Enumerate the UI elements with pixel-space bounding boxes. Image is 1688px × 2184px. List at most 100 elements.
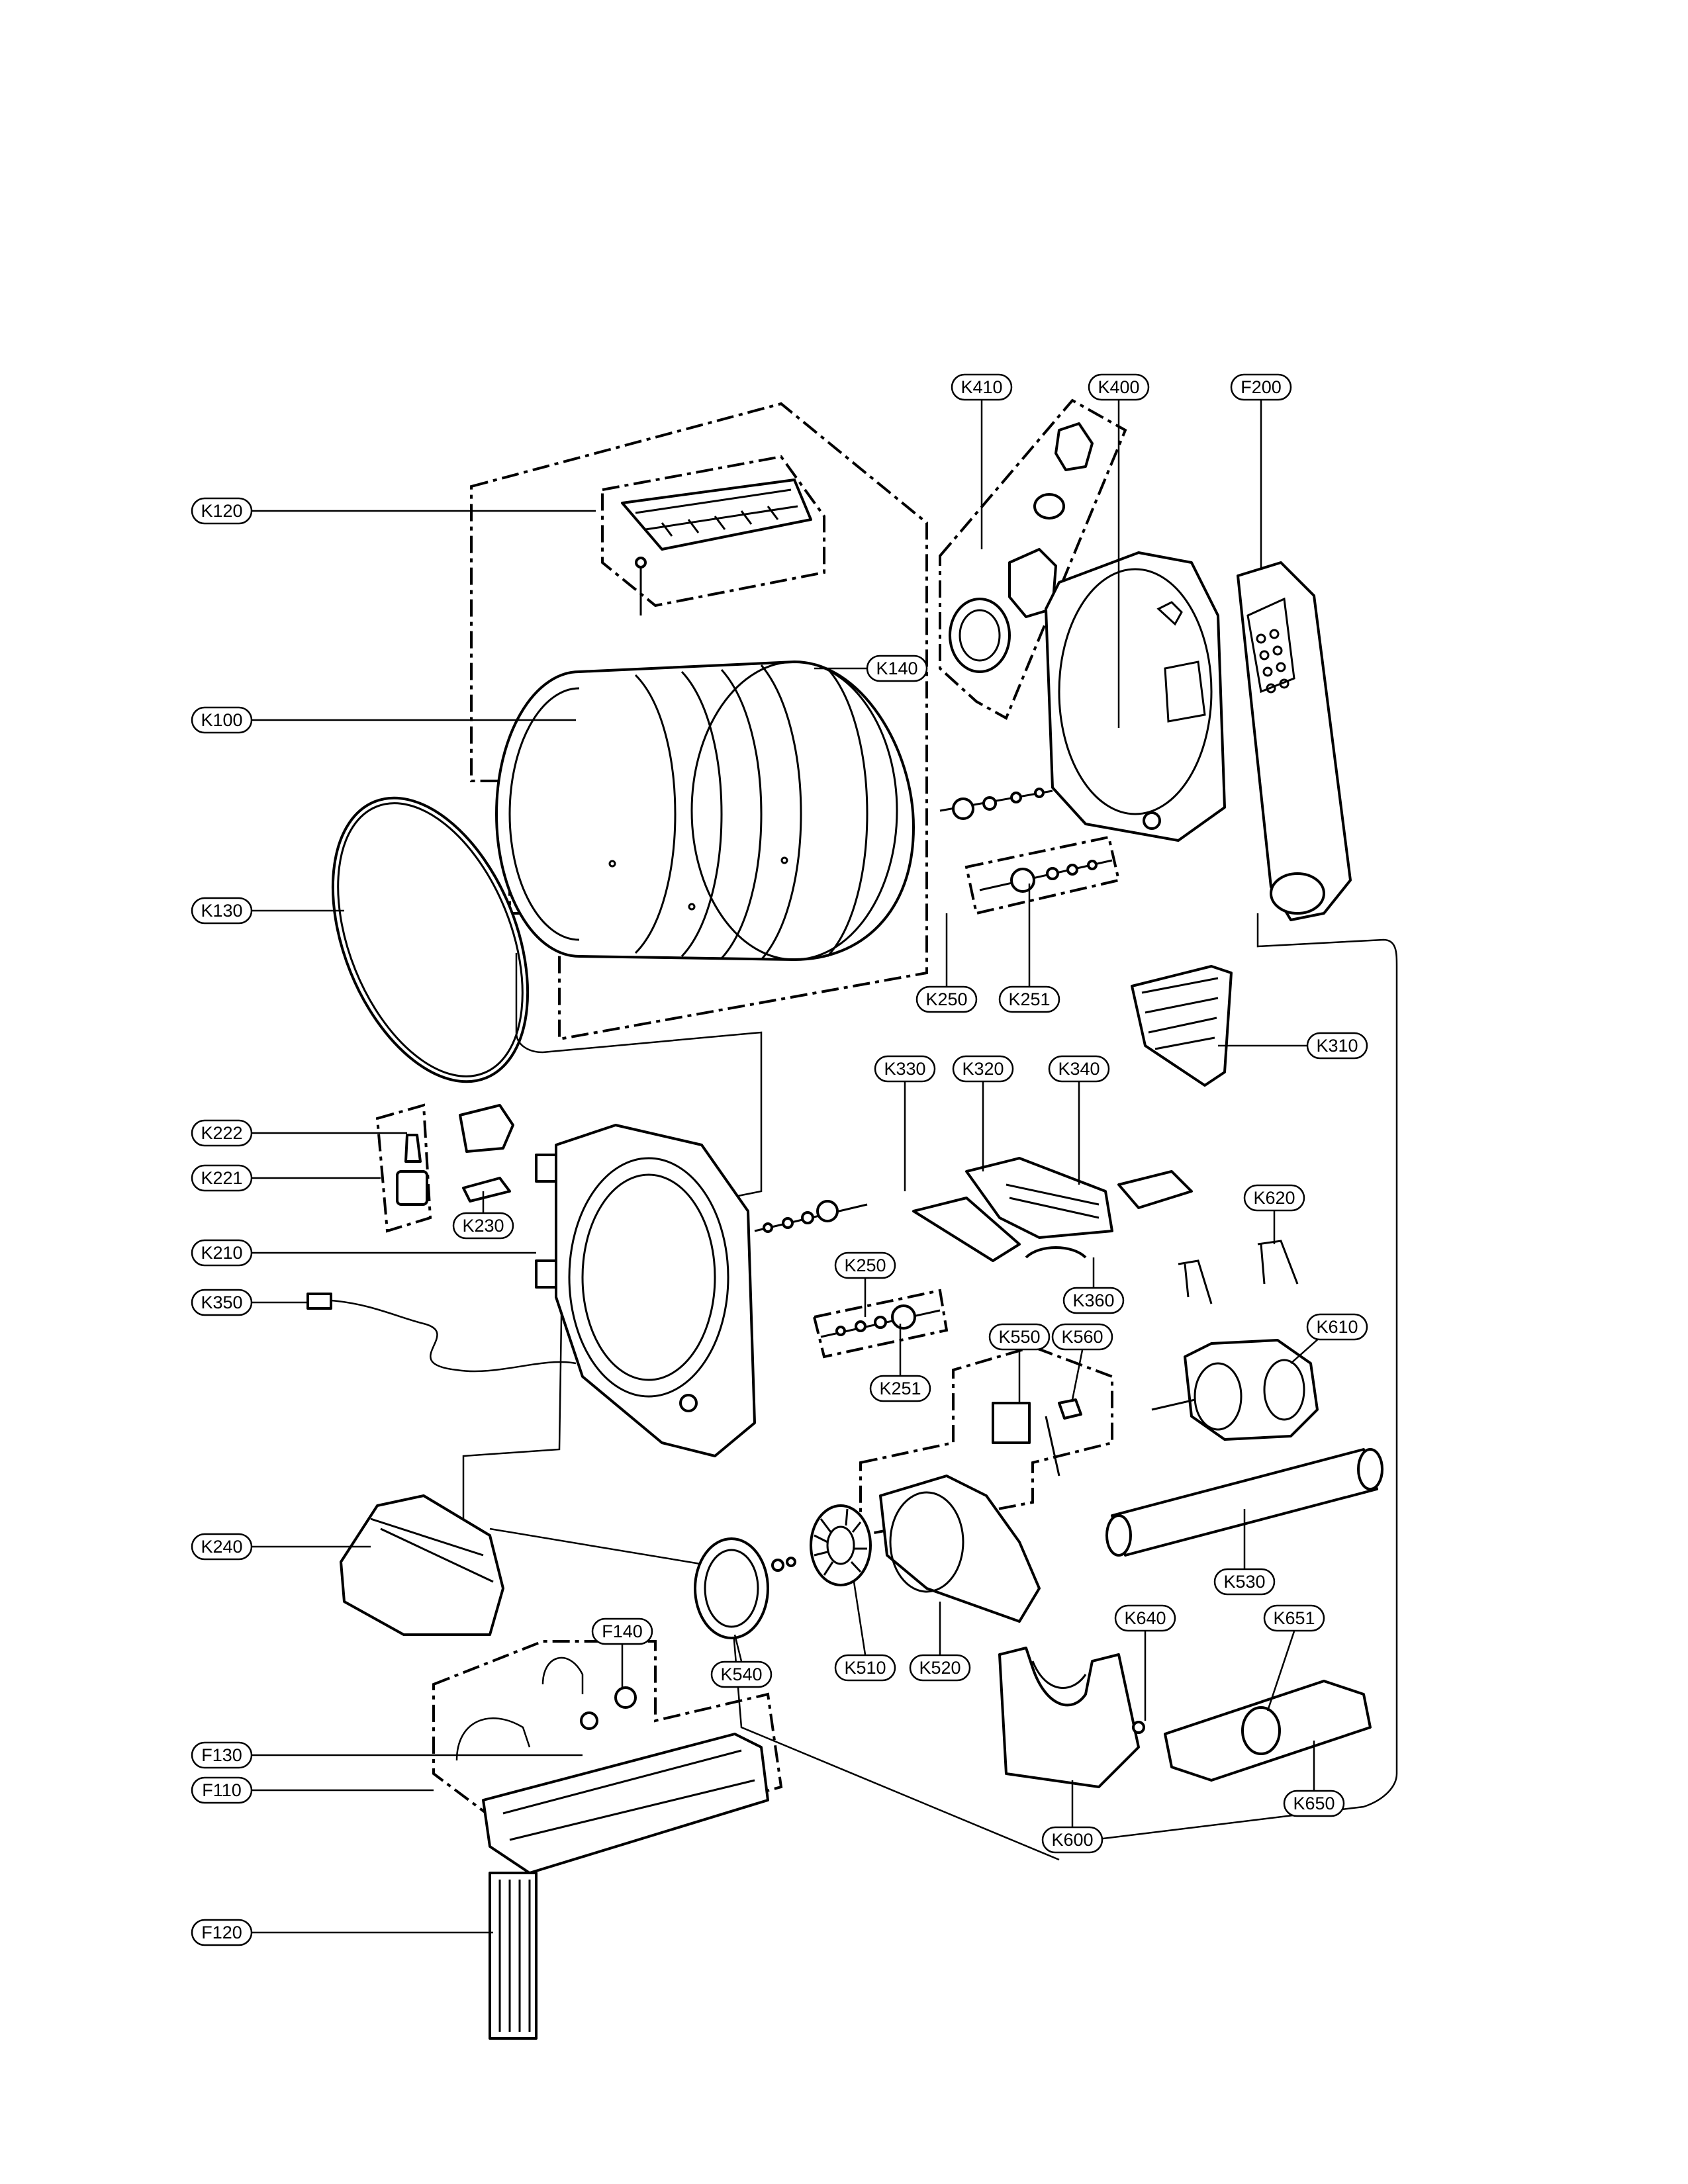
svg-text:F120: F120 <box>201 1923 242 1942</box>
callout-K651: K651 <box>1263 1604 1325 1632</box>
svg-text:F200: F200 <box>1241 377 1282 397</box>
heater-group-boundary <box>432 1640 783 1855</box>
callout-K210: K210 <box>191 1239 253 1267</box>
svg-text:K350: K350 <box>201 1293 242 1312</box>
roller-group-boundary-a <box>964 835 1121 915</box>
callout-K610: K610 <box>1306 1313 1368 1341</box>
callout-K520: K520 <box>909 1654 971 1682</box>
svg-text:K400: K400 <box>1098 377 1139 397</box>
svg-text:F130: F130 <box>201 1745 242 1765</box>
svg-text:K360: K360 <box>1072 1291 1114 1310</box>
callout-F130: F130 <box>191 1741 253 1769</box>
lamp-cover-part <box>459 1104 514 1203</box>
drum-group-boundary <box>470 402 928 1041</box>
svg-text:F110: F110 <box>202 1780 242 1800</box>
blower-housing-part <box>879 1475 1041 1623</box>
roller-assembly-middle <box>754 1200 868 1233</box>
callout-K340: K340 <box>1048 1055 1110 1083</box>
drum-gasket-part <box>331 796 530 1083</box>
svg-text:K520: K520 <box>919 1658 961 1678</box>
door-switch-parts <box>949 422 1094 673</box>
motor-part <box>1151 1339 1319 1441</box>
callout-K251-lower: K251 <box>869 1375 931 1402</box>
callout-K620: K620 <box>1243 1184 1305 1212</box>
roller-group-boundary-b <box>812 1289 949 1359</box>
svg-text:K130: K130 <box>201 901 242 921</box>
blower-wheel-part <box>810 1504 872 1586</box>
callout-K640: K640 <box>1114 1604 1176 1632</box>
svg-text:K100: K100 <box>201 710 242 730</box>
callout-K320: K320 <box>952 1055 1014 1083</box>
leader-lines <box>252 394 1321 1934</box>
callout-K650: K650 <box>1283 1790 1345 1817</box>
callout-F110: F110 <box>191 1776 253 1804</box>
svg-text:K540: K540 <box>720 1664 762 1684</box>
callout-K310: K310 <box>1306 1032 1368 1060</box>
svg-text:K620: K620 <box>1253 1188 1295 1208</box>
callout-K600: K600 <box>1041 1826 1103 1854</box>
callout-K251-upper: K251 <box>998 985 1060 1013</box>
callout-K540: K540 <box>710 1661 773 1688</box>
svg-text:K310: K310 <box>1316 1036 1358 1056</box>
svg-text:K410: K410 <box>961 377 1002 397</box>
svg-text:K651: K651 <box>1273 1608 1315 1628</box>
callout-K221: K221 <box>191 1164 253 1192</box>
svg-text:K222: K222 <box>201 1123 242 1143</box>
rear-group-boundary <box>939 398 1127 720</box>
roller-assembly-b <box>820 1304 941 1338</box>
callout-F200: F200 <box>1230 373 1292 401</box>
callout-K550: K550 <box>988 1323 1051 1351</box>
motor-mount-part <box>998 1647 1140 1788</box>
callout-K250-upper: K250 <box>915 985 978 1013</box>
callout-K130: K130 <box>191 897 253 925</box>
thermostat-parts <box>455 1657 637 1761</box>
callout-K100: K100 <box>191 706 253 734</box>
roller-assembly-a <box>979 859 1113 893</box>
exhaust-duct-part <box>1105 1448 1383 1557</box>
drum-part <box>495 660 915 961</box>
callout-K330: K330 <box>874 1055 936 1083</box>
svg-text:K560: K560 <box>1061 1327 1103 1347</box>
heating-element-part <box>489 1872 538 2040</box>
wire-harness-part <box>306 1293 577 1373</box>
svg-text:K240: K240 <box>201 1537 242 1557</box>
idler-bracket-part <box>1132 1680 1372 1782</box>
svg-text:K320: K320 <box>962 1059 1004 1079</box>
motor-bracket-parts <box>1178 1240 1299 1304</box>
svg-text:K230: K230 <box>462 1216 504 1236</box>
svg-text:K550: K550 <box>998 1327 1040 1347</box>
lint-filter-part <box>1131 965 1233 1087</box>
svg-text:K610: K610 <box>1316 1317 1358 1337</box>
svg-text:K330: K330 <box>884 1059 925 1079</box>
drum-lifter-part <box>621 478 812 615</box>
callout-K222: K222 <box>191 1119 253 1147</box>
lamp-group-boundary <box>375 1103 432 1233</box>
callout-K120: K120 <box>191 497 253 525</box>
callout-K410: K410 <box>951 373 1013 401</box>
thermistor-parts <box>992 1398 1082 1477</box>
callout-tags: K410 K400 F200 K120 K140 K100 K130 K250 … <box>191 373 1368 1946</box>
control-panel-part <box>1237 561 1352 921</box>
guide-line-right <box>1092 913 1398 1841</box>
callout-F140: F140 <box>591 1617 653 1645</box>
callout-K240: K240 <box>191 1533 253 1561</box>
blower-seal-part <box>694 1537 769 1639</box>
svg-text:K251: K251 <box>1008 989 1050 1009</box>
belt-part <box>912 1157 1193 1262</box>
front-bulkhead-part <box>535 1124 756 1457</box>
callout-F120: F120 <box>191 1919 253 1946</box>
svg-text:K251: K251 <box>879 1379 921 1398</box>
lifter-group-boundary <box>601 455 825 608</box>
callout-K400: K400 <box>1088 373 1150 401</box>
svg-text:F140: F140 <box>602 1621 643 1641</box>
rear-bulkhead-part <box>1045 551 1226 842</box>
callout-K560: K560 <box>1051 1323 1113 1351</box>
roller-assembly-upper <box>939 788 1053 820</box>
svg-text:K140: K140 <box>876 659 917 678</box>
svg-text:K530: K530 <box>1223 1572 1265 1592</box>
lamp-parts <box>396 1134 428 1206</box>
heater-housing-part <box>482 1733 769 1874</box>
duct-assembly-part <box>340 1494 504 1636</box>
svg-text:K510: K510 <box>844 1658 886 1678</box>
